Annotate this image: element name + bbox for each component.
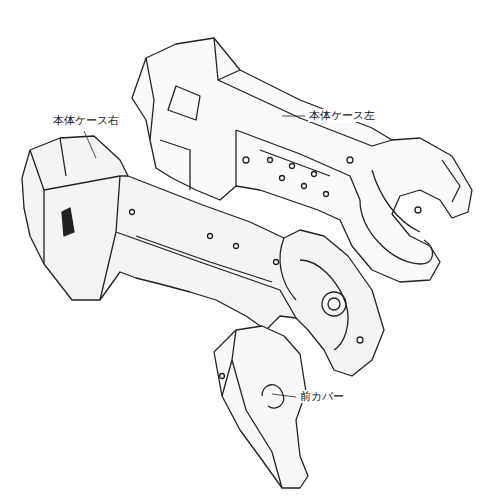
leader-lines [84,116,305,397]
leader-line [282,116,305,117]
part-label: 本体ケース右 [52,114,120,127]
leader-line [272,394,296,397]
leader-line [84,131,96,158]
right-case [22,136,384,376]
part-label: 前カバー [299,390,345,403]
part-label: 本体ケース左 [308,109,376,122]
front-cover [214,326,308,488]
